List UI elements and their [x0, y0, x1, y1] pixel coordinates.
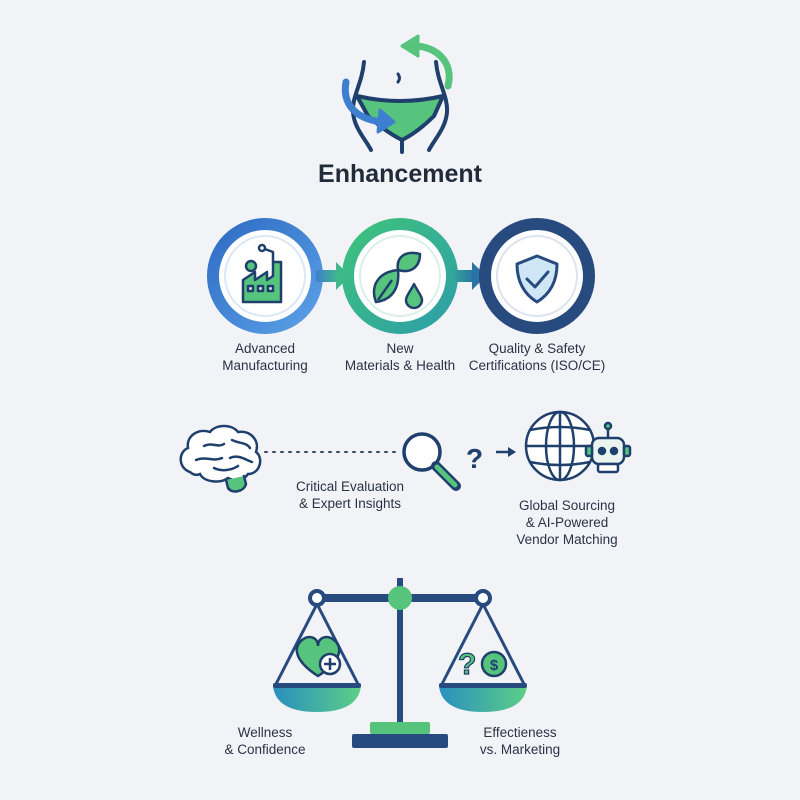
robot-icon: [584, 421, 632, 474]
label-materials: New Materials & Health: [330, 340, 470, 374]
question-dollar-icon: ? $: [457, 647, 508, 682]
leaf-drop-icon: [372, 251, 424, 310]
svg-text:?: ?: [458, 648, 476, 681]
label-wellness: Wellness & Confidence: [205, 724, 325, 758]
svg-text:$: $: [490, 657, 499, 674]
label-manufacturing-line1: Advanced: [234, 341, 296, 356]
small-arrow-icon: [496, 447, 516, 457]
label-evaluation-line2: & Expert Insights: [298, 496, 402, 511]
label-materials-line1: New: [386, 341, 414, 356]
heart-plus-icon: [295, 635, 342, 678]
label-materials-line2: Materials & Health: [344, 358, 456, 373]
page-title: Enhancement: [318, 160, 482, 188]
label-sourcing-line1: Global Sourcing: [518, 498, 616, 513]
process-step-materials: [342, 218, 458, 334]
factory-icon: [241, 243, 283, 304]
label-sourcing-line2: & AI-Powered: [525, 515, 609, 530]
question-mark-icon: ?: [466, 443, 483, 474]
label-certifications: Quality & Safety Certifications (ISO/CE): [462, 340, 612, 374]
label-sourcing: Global Sourcing & AI-Powered Vendor Matc…: [492, 497, 642, 548]
label-evaluation-line1: Critical Evaluation: [295, 479, 405, 494]
magnifier-icon: [402, 432, 461, 491]
balance-scale-icon: [273, 578, 527, 748]
label-certifications-line2: Certifications (ISO/CE): [468, 358, 606, 373]
label-certifications-line1: Quality & Safety: [488, 341, 586, 356]
shield-check-icon: [515, 254, 559, 304]
body-shape-icon: [341, 34, 453, 154]
globe-icon: [524, 410, 596, 482]
label-effectiveness-line1: Effectieness: [483, 725, 557, 740]
label-sourcing-line3: Vendor Matching: [516, 532, 618, 547]
label-manufacturing-line2: Manufacturing: [222, 358, 308, 373]
label-evaluation: Critical Evaluation & Expert Insights: [270, 478, 430, 512]
label-manufacturing: Advanced Manufacturing: [195, 340, 335, 374]
label-effectiveness-line2: vs. Marketing: [479, 742, 561, 757]
brain-icon: [179, 424, 262, 493]
label-wellness-line1: Wellness: [237, 725, 293, 740]
label-effectiveness: Effectieness vs. Marketing: [460, 724, 580, 758]
label-wellness-line2: & Confidence: [224, 742, 306, 757]
